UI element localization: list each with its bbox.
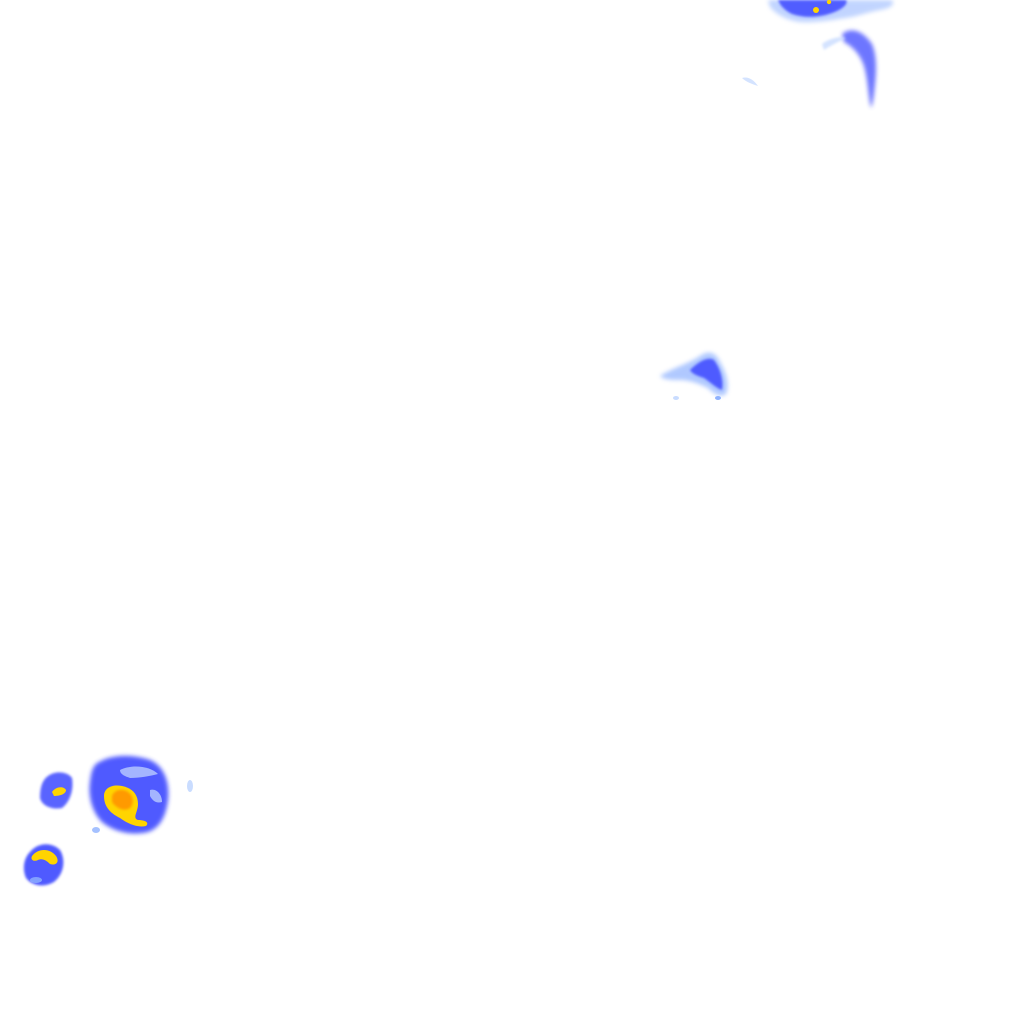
central-cell-wisp	[673, 396, 679, 400]
central-cell-core	[690, 358, 723, 390]
northeast-cell-core	[778, 0, 847, 17]
southwest-lower-cell	[23, 844, 64, 886]
sw-lower-heavy-core	[31, 850, 58, 865]
sw-lower-wisp	[30, 877, 42, 883]
sw-main-very-heavy-core	[112, 789, 133, 810]
trailing-band-shape	[842, 30, 876, 108]
sw-main-wisp	[187, 780, 193, 792]
northeast-heavy-dot-2	[826, 0, 832, 5]
southwest-main-cell	[89, 755, 193, 834]
sw-main-light-band	[120, 766, 158, 778]
central-cell-wisp-2	[715, 396, 721, 400]
southwest-small-cell	[40, 772, 73, 809]
northeast-cell	[768, 0, 894, 23]
sw-main-light-band-2	[150, 789, 162, 803]
trailing-band-wisp	[742, 77, 758, 86]
northeast-heavy-dot	[813, 7, 819, 13]
sw-main-wisp-2	[92, 827, 100, 833]
trailing-band-fringe	[822, 37, 846, 50]
sw-small-heavy-core	[52, 787, 66, 796]
northeast-trailing-band	[742, 30, 876, 108]
central-east-cell	[660, 352, 728, 400]
